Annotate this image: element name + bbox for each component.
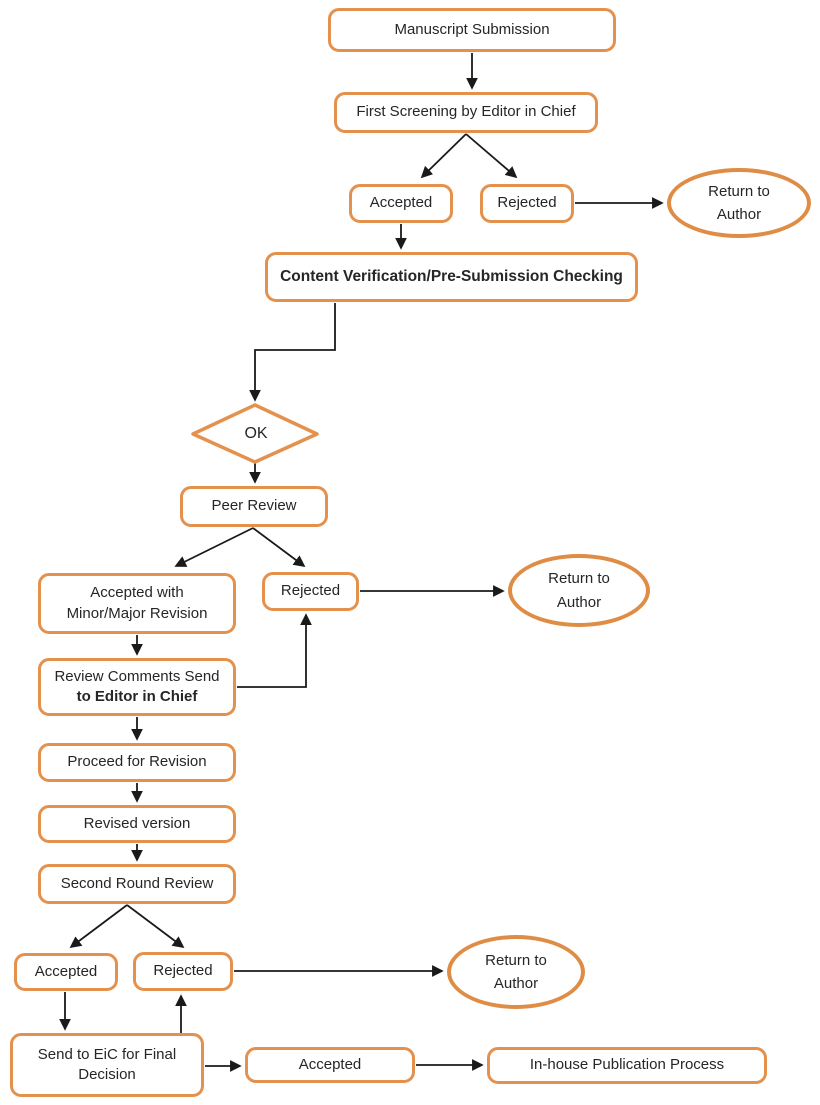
edge-comments-to-rejected-mid	[237, 613, 312, 688]
edge-content-to-ok	[249, 303, 336, 402]
node-revised-version: Revised version	[38, 805, 236, 843]
edge-second-to-accepted-bottom	[69, 904, 128, 949]
edge-peer-to-accepted-revision	[174, 527, 254, 567]
review-comments-line1: Review Comments Send	[54, 667, 220, 685]
node-return-to-author-mid: Return to Author	[508, 554, 650, 627]
node-accepted-with-revision: Accepted with Minor/Major Revision	[38, 573, 236, 634]
node-accepted-final: Accepted	[245, 1047, 415, 1083]
node-rejected-bottom: Rejected	[133, 952, 233, 991]
edge-screening-to-rejected	[465, 133, 518, 179]
node-accepted-bottom: Accepted	[14, 953, 118, 991]
edge-second-to-rejected-bottom	[126, 904, 185, 949]
node-content-verification: Content Verification/Pre-Submission Chec…	[265, 252, 638, 302]
ok-decision-diamond	[191, 403, 319, 464]
edge-peer-to-rejected-mid	[252, 527, 306, 568]
node-return-to-author-bottom: Return to Author	[447, 935, 585, 1009]
node-return-to-author-top: Return to Author	[667, 168, 811, 238]
node-first-screening: First Screening by Editor in Chief	[334, 92, 598, 133]
node-accepted-top: Accepted	[349, 184, 453, 223]
node-inhouse-publication: In-house Publication Process	[487, 1047, 767, 1084]
node-manuscript-submission: Manuscript Submission	[328, 8, 616, 52]
node-peer-review: Peer Review	[180, 486, 328, 527]
node-review-comments: Review Comments Send to Editor in Chief	[38, 658, 236, 716]
review-comments-line2: to Editor in Chief	[76, 688, 198, 705]
node-send-to-eic: Send to EiC for Final Decision	[10, 1033, 204, 1097]
node-rejected-mid: Rejected	[262, 572, 359, 611]
node-proceed-for-revision: Proceed for Revision	[38, 743, 236, 782]
node-ok-decision-label: OK	[244, 425, 268, 442]
node-rejected-top: Rejected	[480, 184, 574, 223]
edge-screening-to-accepted	[420, 133, 467, 179]
node-second-round-review: Second Round Review	[38, 864, 236, 904]
